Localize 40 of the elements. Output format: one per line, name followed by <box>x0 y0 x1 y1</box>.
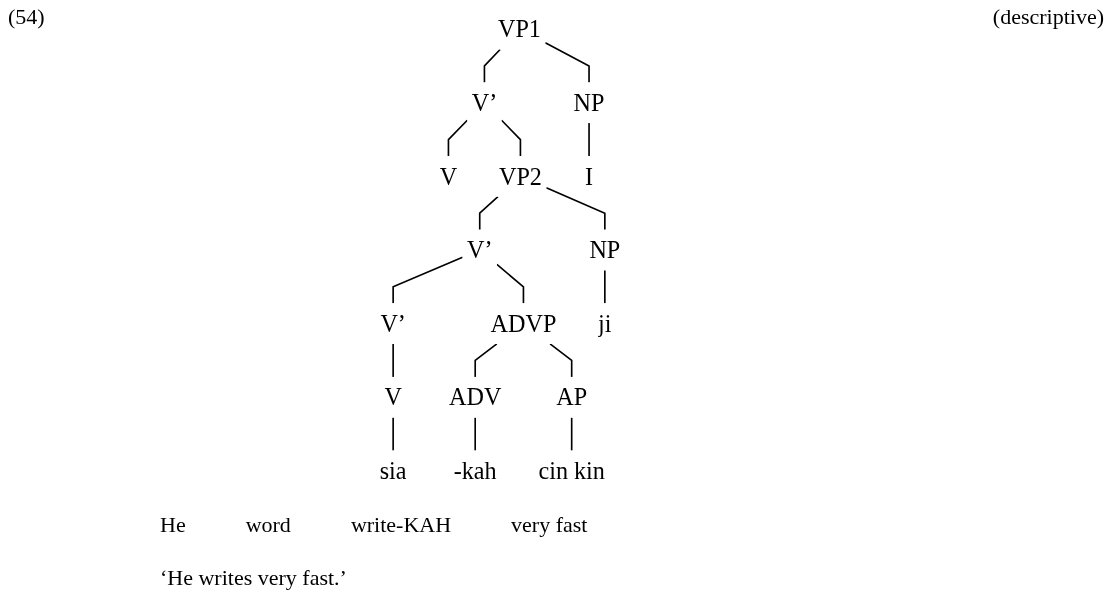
connector <box>604 269 606 305</box>
connector <box>545 186 606 231</box>
example-number: (54) <box>8 4 45 30</box>
connector <box>447 119 469 157</box>
node-text: NP <box>589 236 621 264</box>
node-text: ji <box>598 309 612 338</box>
node-text: NP <box>573 89 605 117</box>
connector <box>392 256 464 305</box>
node-text: -kah <box>453 457 497 485</box>
node-text: VP1 <box>497 15 541 43</box>
node-text: V’ <box>466 236 493 264</box>
gloss-text: word <box>245 512 291 538</box>
connector <box>478 195 499 231</box>
connector <box>500 119 522 157</box>
connector <box>496 263 525 305</box>
connector <box>549 343 573 378</box>
connector <box>392 343 394 378</box>
connector <box>474 343 498 378</box>
connector <box>474 416 477 452</box>
node-text: ADV <box>449 383 502 411</box>
node-text: I <box>585 162 594 191</box>
node-text: V <box>384 383 402 411</box>
connector <box>483 48 501 84</box>
gloss-text: write-KAH <box>350 512 452 538</box>
gloss-text: He <box>160 512 186 538</box>
node-text: V’ <box>471 89 498 117</box>
translation-text: ‘He writes very fast.’ <box>160 565 347 591</box>
node-text: V’ <box>380 309 406 338</box>
gloss-text: very fast <box>511 512 588 538</box>
node-text: sia <box>379 457 407 485</box>
node-text: cin kin <box>538 457 605 485</box>
connector <box>570 416 573 452</box>
annotation-text: (descriptive) <box>992 4 1104 30</box>
node-text: AP <box>556 383 588 411</box>
connector <box>544 42 590 84</box>
node-text: ADVP <box>490 309 557 338</box>
node-text: V <box>439 162 458 191</box>
connector <box>392 416 394 452</box>
connector <box>588 122 590 157</box>
node-text: VP2 <box>498 162 542 191</box>
